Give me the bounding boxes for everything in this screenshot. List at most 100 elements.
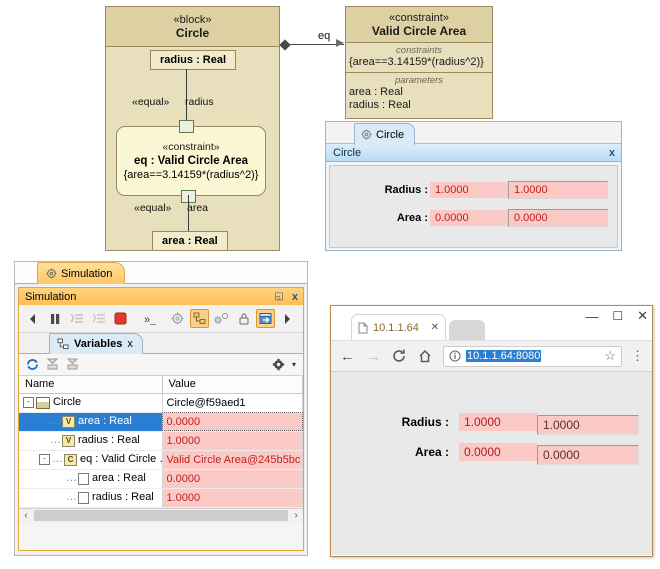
refresh-icon[interactable] (26, 358, 39, 371)
row-name-cell[interactable]: …area : Real (19, 469, 163, 489)
info-icon[interactable] (449, 350, 461, 362)
reload-icon[interactable] (391, 348, 408, 364)
row-value-cell[interactable]: Valid Circle Area@245b5bc (162, 450, 303, 470)
constraint-eq-name: eq : Valid Circle Area (134, 155, 248, 167)
page-radius-input[interactable]: 1.0000 (537, 415, 639, 435)
restore-icon[interactable]: ◱ (274, 291, 284, 302)
step-into-icon[interactable] (67, 309, 86, 328)
bookmark-star-icon[interactable]: ☆ (604, 348, 616, 363)
row-name-cell[interactable]: …radius : Real (19, 488, 163, 508)
circle-tab-row: Circle (326, 122, 621, 145)
horizontal-scrollbar[interactable]: ‹ › (19, 507, 303, 523)
row-name-text: area : Real (92, 472, 146, 485)
prev-arrow-icon[interactable] (23, 309, 42, 328)
radius-label: Radius : (384, 184, 428, 196)
tab-simulation[interactable]: Simulation (37, 262, 126, 284)
tree-expander[interactable]: - (39, 454, 50, 466)
back-icon[interactable]: ← (340, 347, 355, 365)
gear-icon[interactable] (272, 358, 285, 371)
tab-variables[interactable]: Variables x (49, 333, 143, 354)
block-valid-circle-area[interactable]: «constraint» Valid Circle Area constrain… (345, 6, 493, 119)
row-name-cell[interactable]: -Circle (19, 393, 163, 413)
row-value-cell[interactable]: 1.0000 (162, 488, 303, 508)
row-value-cell[interactable]: 0.0000 (162, 469, 303, 489)
area-input[interactable]: 0.0000 (508, 209, 608, 227)
close-icon[interactable]: x (127, 338, 133, 350)
association-arrowhead-icon (336, 39, 344, 47)
maximize-icon[interactable]: ☐ (612, 309, 624, 323)
block-icon (36, 396, 50, 409)
close-icon[interactable]: x (291, 290, 298, 303)
row-name-text: eq : Valid Circle … (80, 453, 162, 466)
tree-view-icon[interactable] (190, 309, 209, 328)
expand-all-icon[interactable] (46, 358, 59, 371)
property-area[interactable]: area : Real (152, 231, 228, 251)
minimize-icon[interactable]: — (585, 308, 599, 324)
block-circle-name: Circle (175, 25, 210, 40)
edge-label-equal-top: «equal» (132, 96, 170, 108)
close-icon[interactable]: x (608, 146, 615, 159)
menu-icon[interactable]: ⋮ (631, 348, 644, 363)
tab-variables-label: Variables (74, 338, 123, 350)
page-area-input[interactable]: 0.0000 (537, 445, 639, 465)
page-radius-flat-value: 1.0000 (459, 413, 537, 431)
gear-icon[interactable] (168, 309, 187, 328)
association-line (282, 44, 344, 45)
browser-tab[interactable]: 10.1.1.64 ✕ (351, 314, 446, 340)
port-radius[interactable] (179, 120, 194, 133)
open-window-icon[interactable] (256, 309, 275, 328)
row-value-cell[interactable]: Circle@f59aed1 (162, 393, 303, 413)
scroll-left-icon[interactable]: ‹ (24, 510, 28, 521)
radius-input[interactable]: 1.0000 (508, 181, 608, 199)
step-over-icon[interactable] (89, 309, 108, 328)
row-value-cell[interactable]: 1.0000 (162, 431, 303, 451)
row-value-cell[interactable]: 0.0000 (162, 412, 303, 432)
forward-icon[interactable]: → (366, 347, 381, 365)
connector-area (188, 195, 189, 231)
scroll-right-icon[interactable]: › (294, 510, 298, 521)
property-radius[interactable]: radius : Real (150, 50, 237, 70)
lock-icon[interactable] (234, 309, 253, 328)
collapse-all-icon[interactable] (66, 358, 79, 371)
constraint-property-eq[interactable]: «constraint» eq : Valid Circle Area {are… (116, 126, 266, 196)
column-header-value[interactable]: Value (162, 376, 303, 394)
fast-forward-icon[interactable]: »_ (143, 309, 165, 328)
constraints-compartment-label: constraints (396, 45, 442, 56)
chrome-browser-window: Chairat — ☐ ✕ 10.1.1.64 ✕ ← → 10.1 (330, 305, 653, 557)
area-label: Area : (396, 212, 428, 224)
row-value-text: 0.0000 (166, 415, 201, 428)
circle-window-titlebar: Circle x (326, 144, 621, 162)
address-bar[interactable]: 10.1.1.64:8080 ☆ (443, 345, 622, 367)
tab-close-icon[interactable]: ✕ (430, 322, 439, 333)
column-header-name[interactable]: Name (19, 376, 163, 394)
connector-radius (186, 69, 187, 122)
url-text[interactable]: 10.1.1.64:8080 (466, 350, 542, 362)
new-tab-placeholder[interactable] (449, 320, 485, 340)
next-arrow-icon[interactable] (278, 309, 297, 328)
window-controls: — ☐ ✕ (585, 308, 648, 324)
home-icon[interactable] (417, 348, 434, 364)
scrollbar-thumb[interactable] (34, 510, 288, 521)
parameter-area: area : Real (349, 86, 403, 98)
association-label: eq (318, 30, 331, 42)
pause-icon[interactable] (45, 309, 64, 328)
close-icon[interactable]: ✕ (637, 308, 648, 323)
chevron-down-icon[interactable]: ▾ (291, 360, 296, 369)
tab-circle[interactable]: Circle (354, 123, 416, 145)
value-property-icon: V (62, 415, 75, 428)
circle-window-body: Radius : 1.0000 1.0000 Area : 0.0000 0.0… (329, 165, 618, 248)
tree-expander[interactable]: - (23, 397, 34, 409)
circle-window-title: Circle (333, 146, 362, 159)
state-icon[interactable] (212, 309, 231, 328)
stop-icon[interactable] (111, 309, 130, 328)
